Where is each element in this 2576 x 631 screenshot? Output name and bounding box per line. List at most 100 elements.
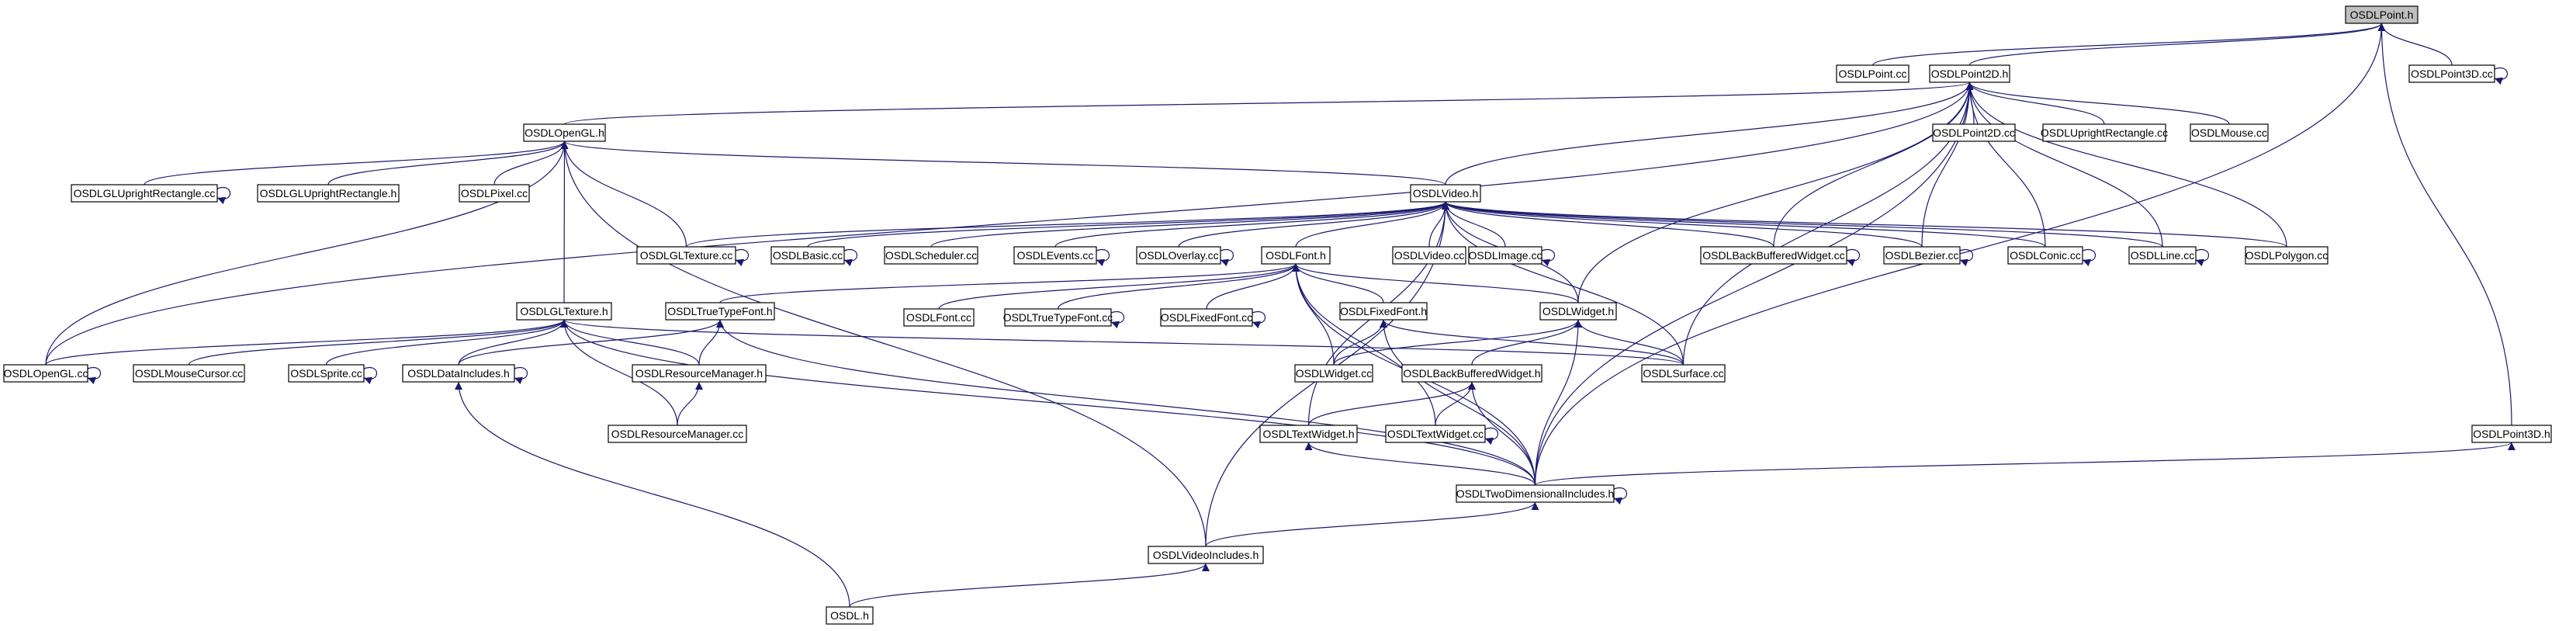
node-osdldataincludes-h[interactable]: OSDLDataIncludes.h (402, 364, 515, 383)
node-label: OSDLGLUprightRectangle.cc (74, 187, 216, 199)
node-box (257, 184, 400, 203)
node-osdlgluprightrectangle-cc[interactable]: OSDLGLUprightRectangle.cc (71, 184, 218, 203)
node-osdlmouse-cc[interactable]: OSDLMouse.cc (2190, 123, 2269, 142)
edge-osdlbezier-cc-to-osdlvideo-h (1442, 201, 1923, 248)
edge-osdlwidget-cc-to-osdlfixedfont-h (1333, 319, 1387, 366)
node-osdlpoint-h[interactable]: OSDLPoint.h (2345, 5, 2418, 24)
node-box (288, 364, 365, 383)
edge-osdlwidget-h-to-osdlfont-h (1292, 263, 1579, 303)
node-osdlpolygon-cc[interactable]: OSDLPolygon.cc (2245, 246, 2328, 265)
node-osdlfixedfont-h[interactable]: OSDLFixedFont.h (1339, 302, 1428, 321)
node-osdlbackbufferedwidget-h[interactable]: OSDLBackBufferedWidget.h (1401, 364, 1542, 383)
node-osdlmousecursor-cc[interactable]: OSDLMouseCursor.cc (133, 364, 245, 383)
edge-osdl-h-to-osdlvideoincludes-h (849, 563, 1210, 608)
node-osdltruetypefont-cc[interactable]: OSDLTrueTypeFont.cc (1003, 308, 1113, 327)
node-box (2007, 246, 2083, 265)
node-osdlgltexture-cc[interactable]: OSDLGLTexture.cc (636, 246, 736, 265)
node-osdloverlay-cc[interactable]: OSDLOverlay.cc (1136, 246, 1221, 265)
node-label: OSDLResourceManager.h (635, 367, 763, 380)
node-box (884, 246, 978, 265)
node-box (2190, 123, 2269, 142)
node-box (2345, 5, 2418, 24)
node-label: OSDLMouseCursor.cc (135, 367, 243, 380)
node-box (402, 364, 515, 383)
node-osdlpoint2d-h[interactable]: OSDLPoint2D.h (1929, 64, 2010, 83)
node-osdlevents-cc[interactable]: OSDLEvents.cc (1013, 246, 1097, 265)
edge-osdlgltexture-cc-to-osdlopengl-h (560, 140, 687, 248)
node-box (903, 308, 975, 327)
node-osdlpixel-cc[interactable]: OSDLPixel.cc (459, 184, 530, 203)
node-osdltextwidget-h[interactable]: OSDLTextWidget.h (1259, 425, 1358, 443)
node-osdlgluprightrectangle-h[interactable]: OSDLGLUprightRectangle.h (257, 184, 400, 203)
node-osdlwidget-cc[interactable]: OSDLWidget.cc (1294, 364, 1373, 383)
node-box (1259, 425, 1358, 443)
node-box (523, 123, 606, 142)
node-label: OSDLWidget.cc (1296, 367, 1373, 380)
node-osdlpoint3d-cc[interactable]: OSDLPoint3D.cc (2408, 64, 2495, 83)
node-label: OSDLSprite.cc (290, 367, 362, 380)
node-osdltextwidget-cc[interactable]: OSDLTextWidget.cc (1385, 425, 1486, 443)
node-osdlvideo-cc[interactable]: OSDLVideo.cc (1392, 246, 1466, 265)
node-label: OSDLPoint.h (2350, 9, 2414, 21)
node-box (2245, 246, 2328, 265)
node-osdlgltexture-h[interactable]: OSDLGLTexture.h (516, 302, 612, 321)
node-label: OSDLVideoIncludes.h (1153, 549, 1259, 561)
edge-osdlresourcemanager-h-to-osdlgltexture-h (560, 319, 700, 366)
node-osdlline-cc[interactable]: OSDLLine.cc (2128, 246, 2197, 265)
node-osdlscheduler-cc[interactable]: OSDLScheduler.cc (884, 246, 978, 265)
node-osdlsprite-cc[interactable]: OSDLSprite.cc (288, 364, 365, 383)
edge-osdlresourcemanager-cc-to-osdlgltexture-h (560, 319, 678, 426)
node-box (1929, 64, 2010, 83)
node-osdlpoint-cc[interactable]: OSDLPoint.cc (1836, 64, 1909, 83)
edge-osdlwidget-cc-to-osdlfont-h (1292, 263, 1335, 366)
node-label: OSDLBasic.cc (773, 249, 843, 262)
node-box (1456, 484, 1615, 503)
edge-osdltruetypefont-h-to-osdlfont-h (719, 263, 1300, 303)
edge-osdlfixedfont-cc-to-osdlfixedfont-cc (1252, 310, 1265, 329)
edge-osdlsurface-cc-to-osdlwidget-h (1574, 319, 1684, 366)
node-box (1261, 246, 1331, 265)
edge-osdlpoint2d-h-to-osdlpoint-h (1968, 23, 2386, 66)
node-box (770, 246, 845, 265)
node-osdlwidget-h[interactable]: OSDLWidget.h (1539, 302, 1617, 321)
edge-osdlgluprightrectangle-cc-to-osdlgluprightrectangle-cc (216, 186, 230, 205)
node-box (2042, 123, 2166, 142)
node-osdlfixedfont-cc[interactable]: OSDLFixedFont.cc (1160, 308, 1253, 327)
node-box (1883, 246, 1961, 265)
edge-osdlgltexture-cc-to-osdlvideo-h (685, 201, 1449, 248)
edge-osdldataincludes-h-to-osdldataincludes-h (514, 366, 528, 385)
edge-osdlopengl-cc-to-osdlopengl-h (45, 140, 569, 366)
node-label: OSDLTwoDimensionalIncludes.h (1456, 487, 1615, 500)
node-box (2471, 425, 2552, 443)
node-osdltwodimensionalincludes-h[interactable]: OSDLTwoDimensionalIncludes.h (1456, 484, 1615, 503)
node-osdlvideoincludes-h[interactable]: OSDLVideoIncludes.h (1148, 546, 1264, 564)
edge-osdltextwidget-cc-to-osdlfont-h (1292, 263, 1436, 426)
node-osdlopengl-h[interactable]: OSDLOpenGL.h (523, 123, 606, 142)
node-osdluprightrectangle-cc[interactable]: OSDLUprightRectangle.cc (2041, 123, 2168, 142)
edge-osdltwodimensionalincludes-h-to-osdlbackbufferedwidget-h (1468, 381, 1536, 486)
node-osdlpoint2d-cc[interactable]: OSDLPoint2D.cc (1932, 123, 2016, 142)
node-osdlimage-cc[interactable]: OSDLImage.cc (1468, 246, 1542, 265)
node-osdlbezier-cc[interactable]: OSDLBezier.cc (1883, 246, 1961, 265)
edge-osdlsurface-cc-to-osdlvideo-h (1442, 201, 1684, 366)
node-osdlsurface-cc[interactable]: OSDLSurface.cc (1641, 364, 1726, 383)
node-osdlresourcemanager-cc[interactable]: OSDLResourceManager.cc (608, 425, 747, 443)
node-osdl-h[interactable]: OSDL.h (826, 606, 874, 625)
node-osdlvideo-h[interactable]: OSDLVideo.h (1410, 184, 1481, 203)
node-osdlconic-cc[interactable]: OSDLConic.cc (2007, 246, 2083, 265)
node-osdlbasic-cc[interactable]: OSDLBasic.cc (770, 246, 845, 265)
node-osdlresourcemanager-h[interactable]: OSDLResourceManager.h (632, 364, 767, 383)
edge-osdlgluprightrectangle-h-to-osdlopengl-h (327, 140, 569, 185)
node-osdltruetypefont-h[interactable]: OSDLTrueTypeFont.h (665, 302, 775, 321)
edge-osdlpixel-cc-to-osdlopengl-h (493, 140, 569, 185)
node-osdlpoint3d-h[interactable]: OSDLPoint3D.h (2471, 425, 2552, 443)
node-osdlopengl-cc[interactable]: OSDLOpenGL.cc (3, 364, 88, 383)
node-label: OSDLFixedFont.h (1340, 305, 1427, 317)
edge-osdlgluprightrectangle-cc-to-osdlopengl-h (144, 140, 569, 185)
edge-osdloverlay-cc-to-osdloverlay-cc (1220, 248, 1234, 267)
node-osdlfont-h[interactable]: OSDLFont.h (1261, 246, 1331, 265)
node-osdlbackbufferedwidget-cc[interactable]: OSDLBackBufferedWidget.cc (1700, 246, 1847, 265)
node-osdlfont-cc[interactable]: OSDLFont.cc (903, 308, 975, 327)
edge-osdlpolygon-cc-to-osdlpoint2d-h (1965, 81, 2287, 248)
